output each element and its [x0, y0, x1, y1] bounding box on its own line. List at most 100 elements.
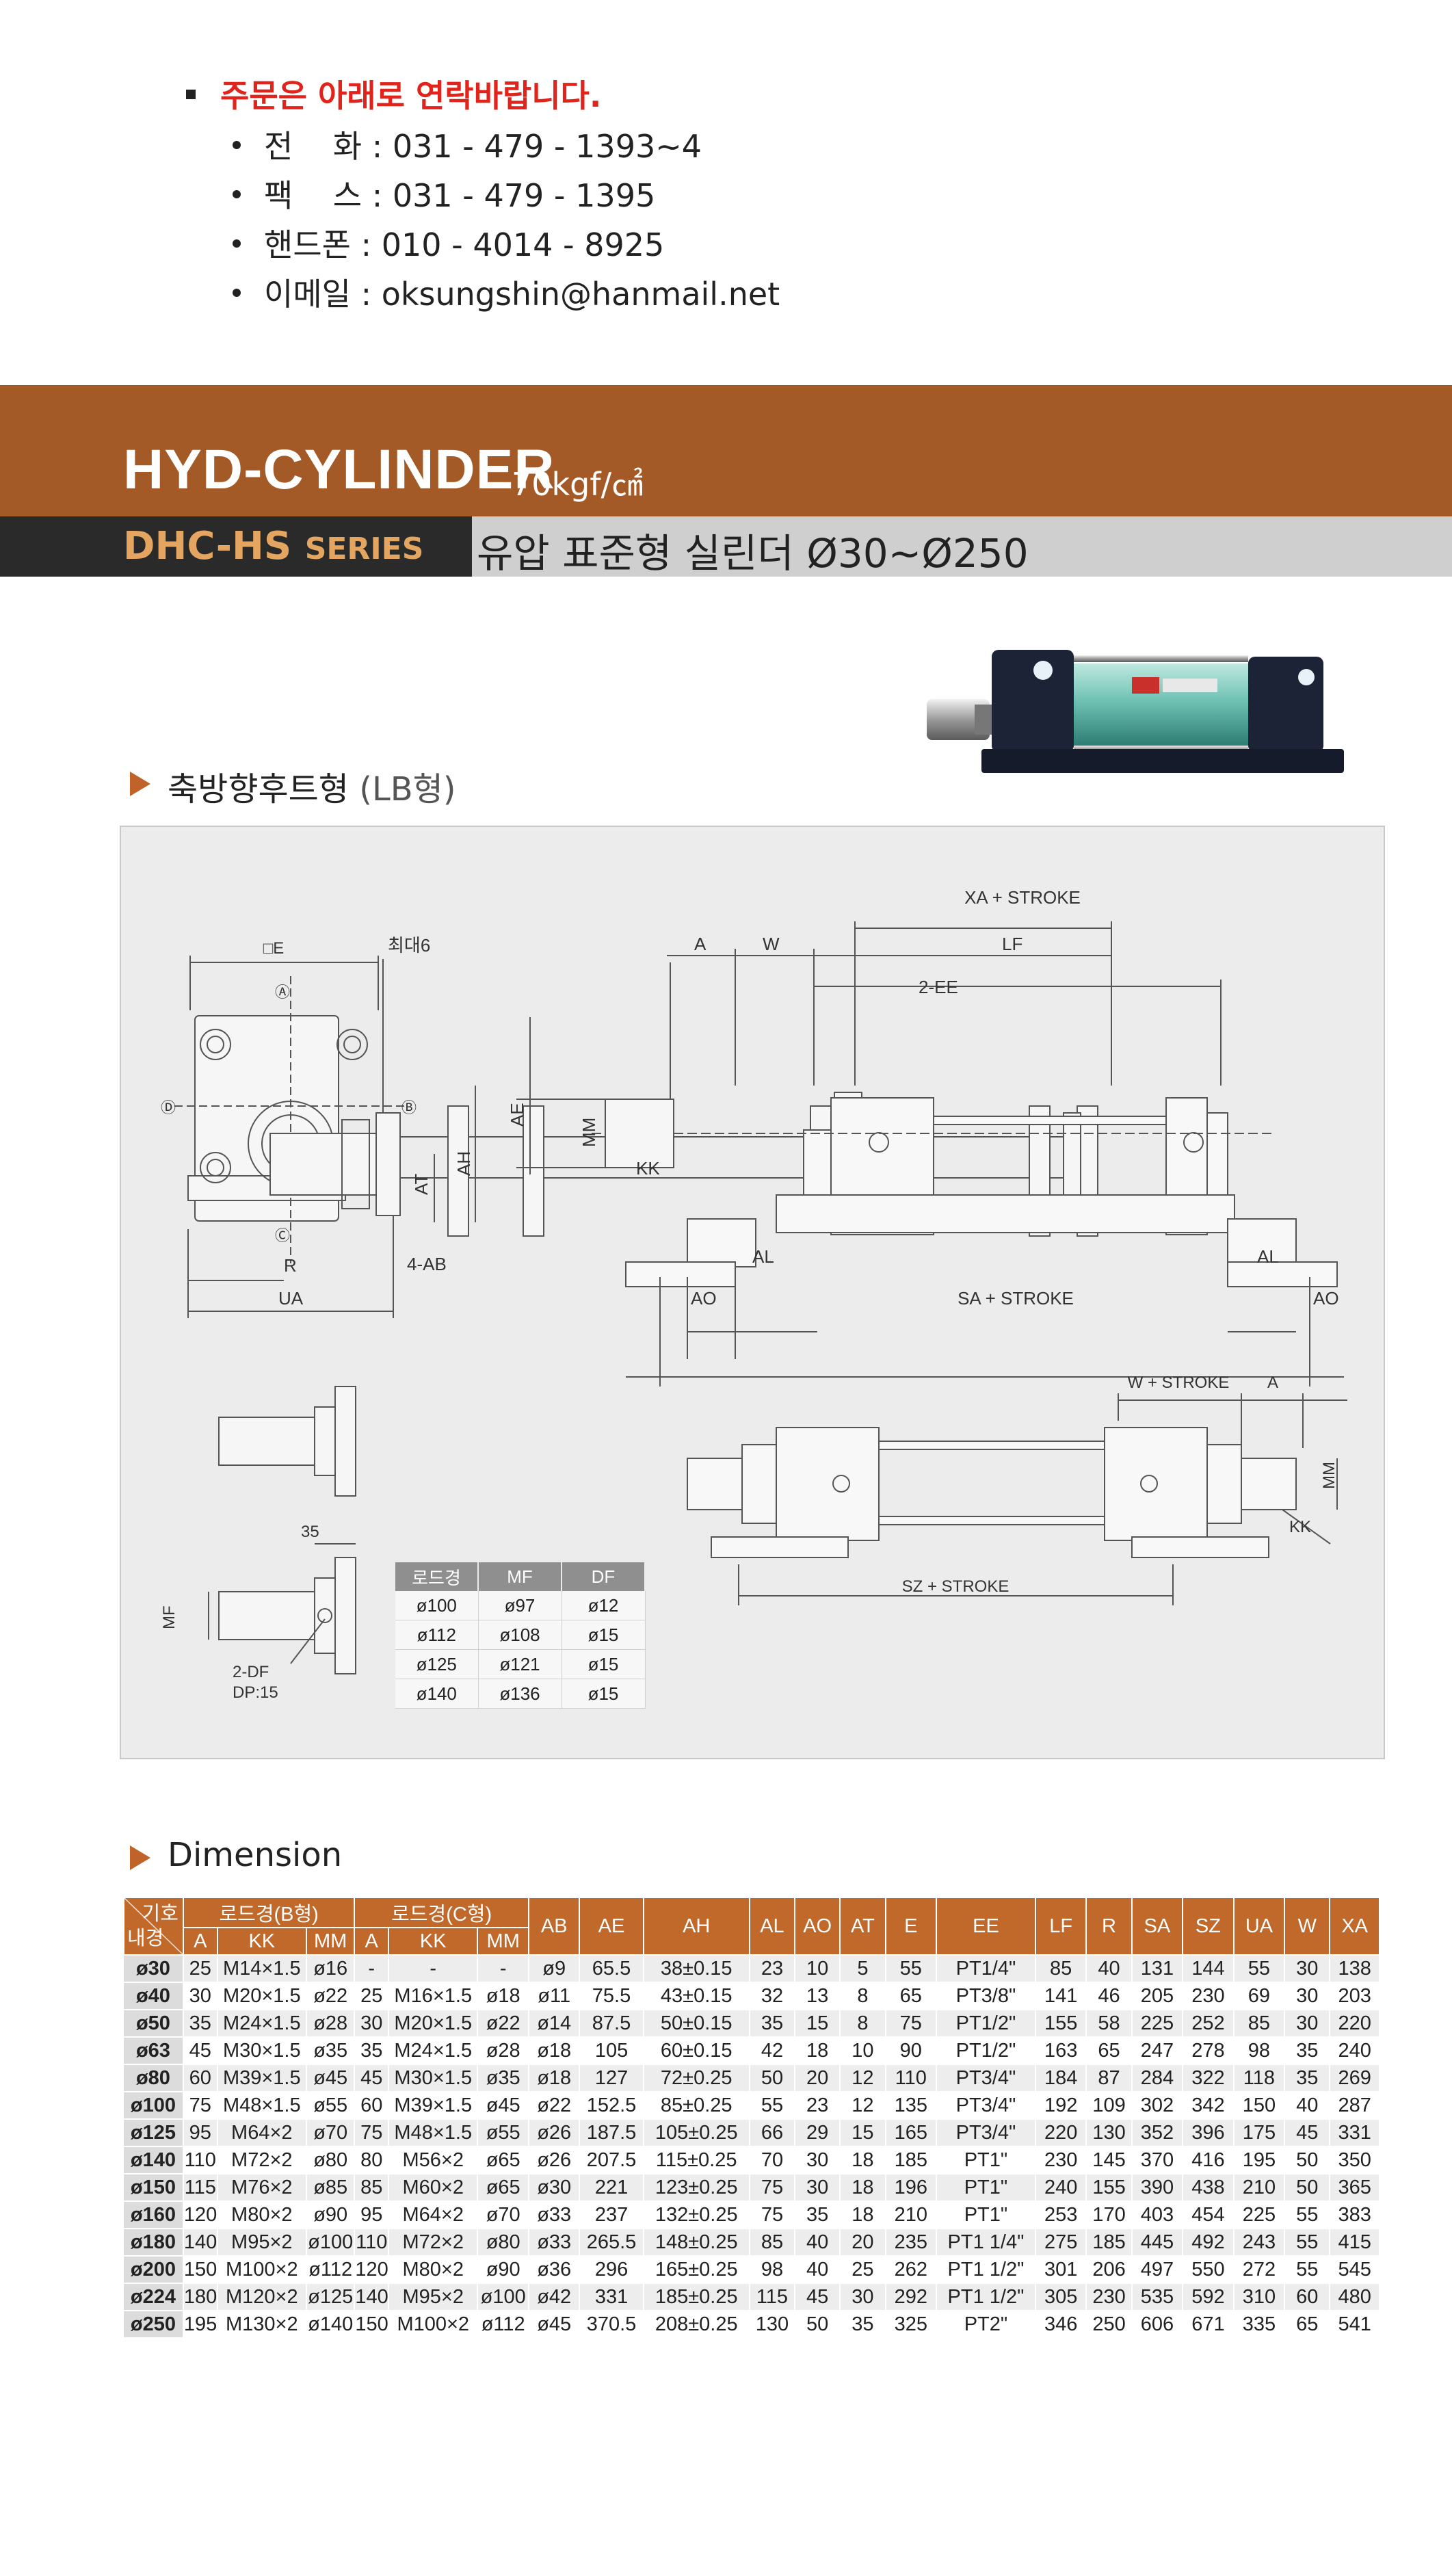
label-ah: AH: [453, 1151, 474, 1176]
table-cell: M76×2: [217, 2174, 307, 2202]
table-cell: 45: [354, 2064, 390, 2092]
label-a-circle: Ⓐ: [275, 984, 290, 1001]
table-cell: 30: [795, 2146, 841, 2174]
table-cell: 95: [183, 2119, 218, 2147]
column-header: AB: [527, 1897, 581, 1956]
drawing-section-title-text: 축방향후트형: [168, 770, 349, 809]
table-cell: 45: [183, 2037, 218, 2065]
table-cell: 70: [749, 2146, 796, 2174]
table-cell: M64×2: [217, 2119, 307, 2147]
table-cell: 15: [840, 2119, 886, 2147]
drawing-section-title: 축방향후트형 (LB형): [168, 762, 456, 810]
table-cell: 35: [183, 2010, 218, 2038]
table-cell: 203: [1330, 1982, 1380, 2010]
column-header: LF: [1034, 1897, 1087, 1956]
table-cell: M24×1.5: [388, 2037, 479, 2065]
rod-table-header: MF: [478, 1562, 562, 1591]
table-cell: PT1/4": [936, 1955, 1036, 1983]
group-header-c: 로드경(C형): [354, 1897, 529, 1928]
table-cell: 8: [840, 1982, 886, 2010]
table-cell: 50±0.15: [643, 2010, 750, 2038]
table-cell: 46: [1086, 1982, 1133, 2010]
table-cell: 8: [840, 2010, 886, 2038]
table-cell: M48×1.5: [217, 2092, 307, 2120]
table-cell: 262: [885, 2256, 938, 2284]
table-cell: 305: [1035, 2283, 1087, 2311]
table-cell: 240: [1330, 2037, 1380, 2065]
table-cell: M100×2: [217, 2256, 307, 2284]
table-cell: 370.5: [579, 2311, 644, 2339]
table-cell: ø121: [478, 1649, 562, 1679]
table-cell: 225: [1233, 2201, 1286, 2229]
table-cell: PT1": [936, 2174, 1036, 2202]
table-cell: 365: [1330, 2174, 1380, 2202]
table-cell: 50: [1284, 2174, 1331, 2202]
contact-email-text[interactable]: 이메일 : oksungshin@hanmail.net: [264, 276, 780, 313]
table-cell: M48×1.5: [388, 2119, 479, 2147]
table-cell: ø136: [478, 1679, 562, 1709]
table-cell: 98: [1233, 2037, 1286, 2065]
table-cell: 497: [1131, 2256, 1184, 2284]
table-cell: 247: [1131, 2037, 1184, 2065]
table-cell: 85±0.25: [643, 2092, 750, 2120]
table-cell: 187.5: [579, 2119, 644, 2147]
table-cell: ø70: [306, 2119, 356, 2147]
table-cell: PT1/2": [936, 2037, 1036, 2065]
rod-table-header: DF: [562, 1562, 646, 1591]
bore-size-cell: ø180: [124, 2229, 184, 2257]
column-header: W: [1284, 1897, 1331, 1956]
table-cell: 370: [1131, 2146, 1184, 2174]
table-cell: 20: [795, 2064, 841, 2092]
table-cell: 12: [840, 2092, 886, 2120]
label-2ee: 2-EE: [919, 977, 958, 997]
table-cell: 230: [1086, 2283, 1133, 2311]
table-cell: -: [354, 1955, 390, 1983]
table-cell: 35: [1284, 2037, 1331, 2065]
table-cell: 30: [1284, 1955, 1331, 1983]
table-cell: 25: [183, 1955, 218, 1983]
table-cell: ø28: [306, 2010, 356, 2038]
table-cell: ø30: [528, 2174, 581, 2202]
table-cell: ø90: [306, 2201, 356, 2229]
bore-size-cell: ø200: [124, 2256, 184, 2284]
table-cell: ø15: [562, 1649, 646, 1679]
table-cell: ø14: [528, 2010, 581, 2038]
label-kk: KK: [636, 1158, 660, 1179]
column-header: UA: [1232, 1897, 1286, 1956]
table-cell: ø15: [562, 1679, 646, 1709]
table-cell: 207.5: [579, 2146, 644, 2174]
table-cell: ø80: [477, 2229, 529, 2257]
table-cell: 120: [183, 2201, 218, 2229]
table-cell: 42: [749, 2037, 796, 2065]
table-cell: 415: [1330, 2229, 1380, 2257]
table-cell: 206: [1086, 2256, 1133, 2284]
table-cell: 342: [1183, 2092, 1235, 2120]
table-cell: 269: [1330, 2064, 1380, 2092]
table-cell: ø45: [306, 2064, 356, 2092]
table-cell: M14×1.5: [217, 1955, 307, 1983]
table-cell: 292: [885, 2283, 938, 2311]
table-cell: ø112: [306, 2256, 356, 2284]
table-cell: 230: [1035, 2146, 1087, 2174]
table-cell: 671: [1183, 2311, 1235, 2339]
table-cell: 243: [1233, 2229, 1286, 2257]
cylinder-product-image: [927, 650, 1344, 773]
table-cell: 284: [1131, 2064, 1184, 2092]
table-cell: 25: [354, 1982, 390, 2010]
table-cell: 132±0.25: [643, 2201, 750, 2229]
table-cell: 109: [1086, 2092, 1133, 2120]
table-cell: 322: [1183, 2064, 1235, 2092]
table-cell: ø33: [528, 2229, 581, 2257]
sub-header: KK: [216, 1927, 307, 1956]
label-w: W: [763, 934, 780, 954]
bore-size-cell: ø224: [124, 2283, 184, 2311]
contact-phone: 전 화 : 031 - 479 - 1393~4: [233, 122, 702, 167]
square-bullet-icon: [186, 89, 196, 99]
table-cell: 38±0.15: [643, 1955, 750, 1983]
